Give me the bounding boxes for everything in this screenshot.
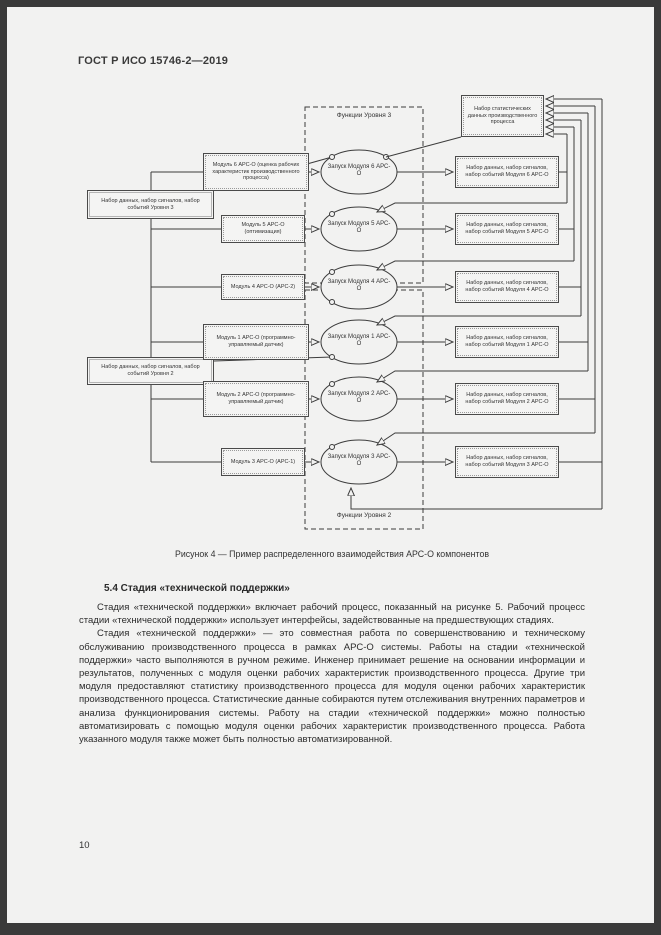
module-launch-ellipse-label: Запуск Модуля 3 АРС-О bbox=[327, 454, 391, 467]
level2-functions-label: Функции Уровня 2 bbox=[336, 512, 392, 519]
module-data-box: Набор данных, набор сигналов, набор собы… bbox=[455, 156, 559, 188]
process-statistics-box: Набор статистических данных производстве… bbox=[461, 95, 544, 137]
module-box: Модуль 1 АРС-О (программно-управляемый д… bbox=[203, 324, 309, 360]
level2-dataset-box: Набор данных, набор сигналов, набор собы… bbox=[87, 357, 214, 385]
document-header: ГОСТ Р ИСО 15746-2—2019 bbox=[78, 55, 229, 67]
page-number: 10 bbox=[79, 840, 90, 851]
module-launch-ellipse-label: Запуск Модуля 5 АРС-О bbox=[327, 221, 391, 234]
module-box: Модуль 2 АРС-О (программно-управляемый д… bbox=[203, 381, 309, 417]
level3-functions-label: Функции Уровня 3 bbox=[336, 112, 392, 119]
diagram-wiring bbox=[150, 93, 603, 530]
module-launch-ellipse-label: Запуск Модуля 6 АРС-О bbox=[327, 164, 391, 177]
module-box: Модуль 4 АРС-О (АРС-2) bbox=[221, 274, 305, 300]
module-box: Модуль 5 АРС-О (оптимизация) bbox=[221, 215, 305, 243]
body-paragraph: Стадия «технической поддержки» — это сов… bbox=[79, 628, 585, 746]
module-launch-ellipse-label: Запуск Модуля 1 АРС-О bbox=[327, 334, 391, 347]
level3-dataset-box: Набор данных, набор сигналов, набор собы… bbox=[87, 190, 214, 219]
module-launch-ellipse-label: Запуск Модуля 2 АРС-О bbox=[327, 391, 391, 404]
module-data-box: Набор данных, набор сигналов, набор собы… bbox=[455, 213, 559, 245]
section-heading: 5.4 Стадия «технической поддержки» bbox=[104, 583, 290, 594]
module-data-box: Набор данных, набор сигналов, набор собы… bbox=[455, 383, 559, 415]
body-paragraph: Стадия «технической поддержки» включает … bbox=[79, 602, 585, 627]
module-data-box: Набор данных, набор сигналов, набор собы… bbox=[455, 326, 559, 358]
module-launch-ellipse-label: Запуск Модуля 4 АРС-О bbox=[327, 279, 391, 292]
module-box: Модуль 3 АРС-О (АРС-1) bbox=[221, 448, 305, 476]
figure-caption: Рисунок 4 — Пример распределенного взаим… bbox=[174, 549, 490, 559]
module-data-box: Набор данных, набор сигналов, набор собы… bbox=[455, 271, 559, 303]
module-box: Модуль 6 АРС-О (оценка рабочих характери… bbox=[203, 153, 309, 191]
module-data-box: Набор данных, набор сигналов, набор собы… bbox=[455, 446, 559, 478]
figure-4-diagram: Функции Уровня 3 Функции Уровня 2 Набор … bbox=[83, 93, 617, 543]
